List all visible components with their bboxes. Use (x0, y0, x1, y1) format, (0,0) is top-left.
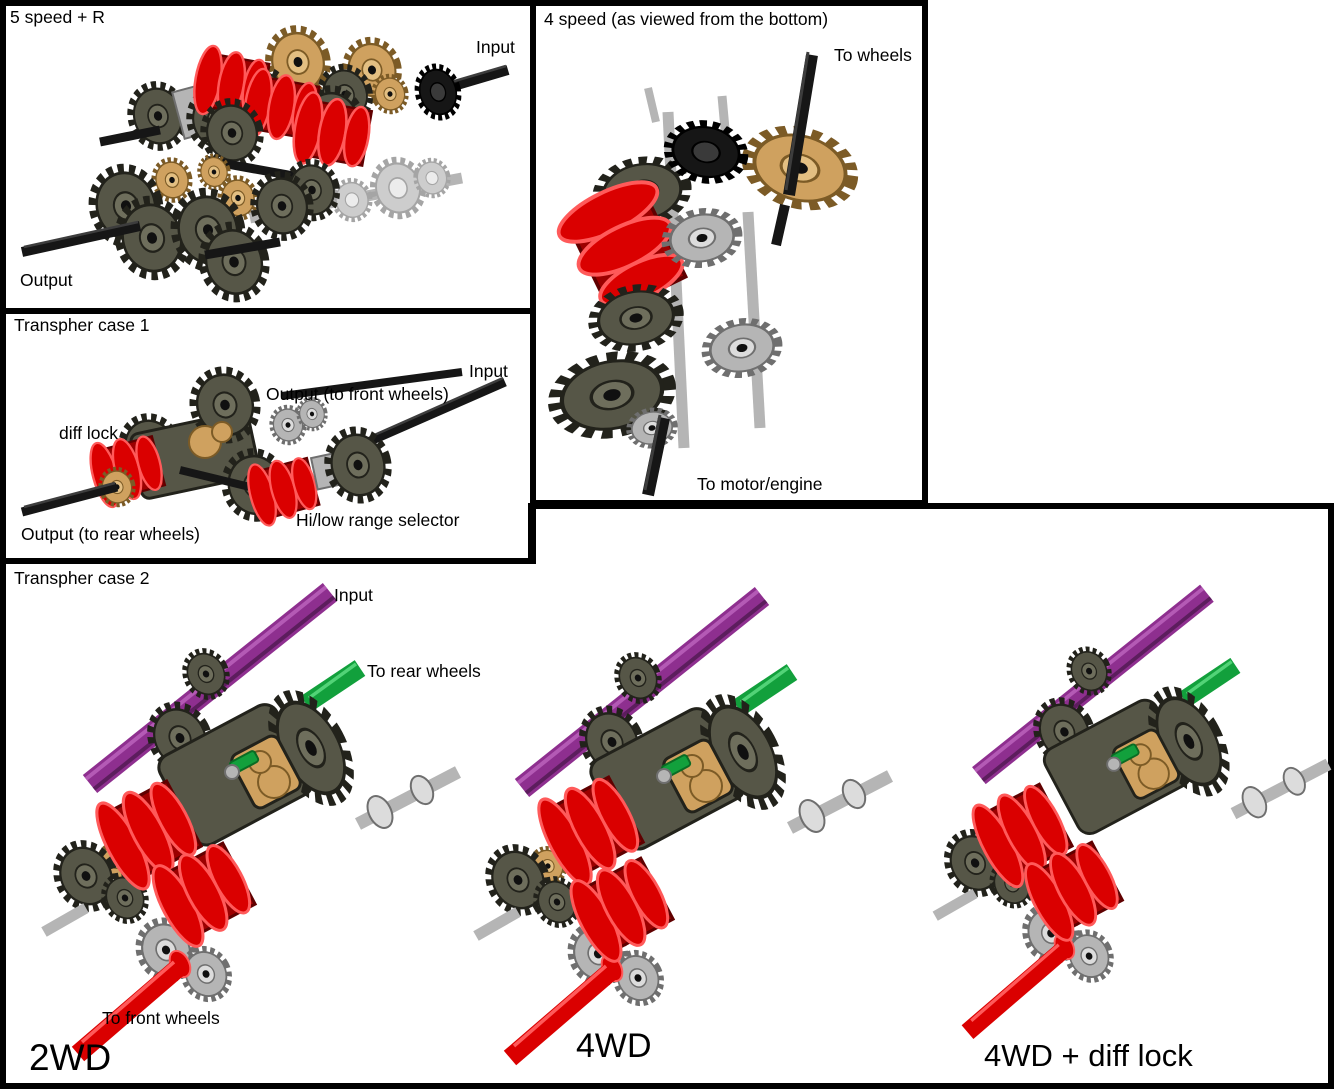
label-four-speed-to-motor: To motor/engine (697, 474, 823, 494)
panel-title-five-speed: 5 speed + R (10, 7, 105, 27)
panel-title-transfer-case-2: Transpher case 2 (14, 568, 150, 588)
five-speed-gearbox-graphic (20, 23, 510, 306)
four-speed-gearbox-graphic (548, 51, 861, 497)
variant-label-4wd: 4WD (576, 1027, 652, 1065)
panel-title-transfer-case-1: Transpher case 1 (14, 315, 150, 335)
variant-label-2wd: 2WD (29, 1037, 112, 1078)
label-tc2-input: Input (334, 585, 373, 605)
label-five-speed-input: Input (476, 37, 515, 57)
variant-label-4wd-difflock: 4WD + diff lock (984, 1038, 1193, 1073)
label-tc1-output-rear: Output (to rear wheels) (21, 524, 200, 544)
panel-title-four-speed: 4 speed (as viewed from the bottom) (544, 9, 829, 29)
label-tc2-to-rear: To rear wheels (367, 661, 481, 681)
label-four-speed-to-wheels: To wheels (834, 45, 912, 65)
transfer-case-2-difflock-graphic (935, 588, 1328, 1032)
transfer-case-2-4wd-graphic (476, 591, 890, 1058)
transfer-case-2-2wd-graphic (44, 587, 458, 1054)
label-five-speed-output: Output (20, 270, 73, 290)
label-tc1-diff-lock: diff lock (59, 423, 119, 443)
label-tc1-hi-low: Hi/low range selector (296, 510, 460, 530)
label-tc1-input: Input (469, 361, 508, 381)
label-tc2-to-front: To front wheels (102, 1008, 220, 1028)
transfer-case-1-graphic (20, 362, 507, 530)
label-tc1-output-front: Output (to front wheels) (266, 384, 449, 404)
panel-transfer-case-2-border (0, 503, 1334, 1089)
